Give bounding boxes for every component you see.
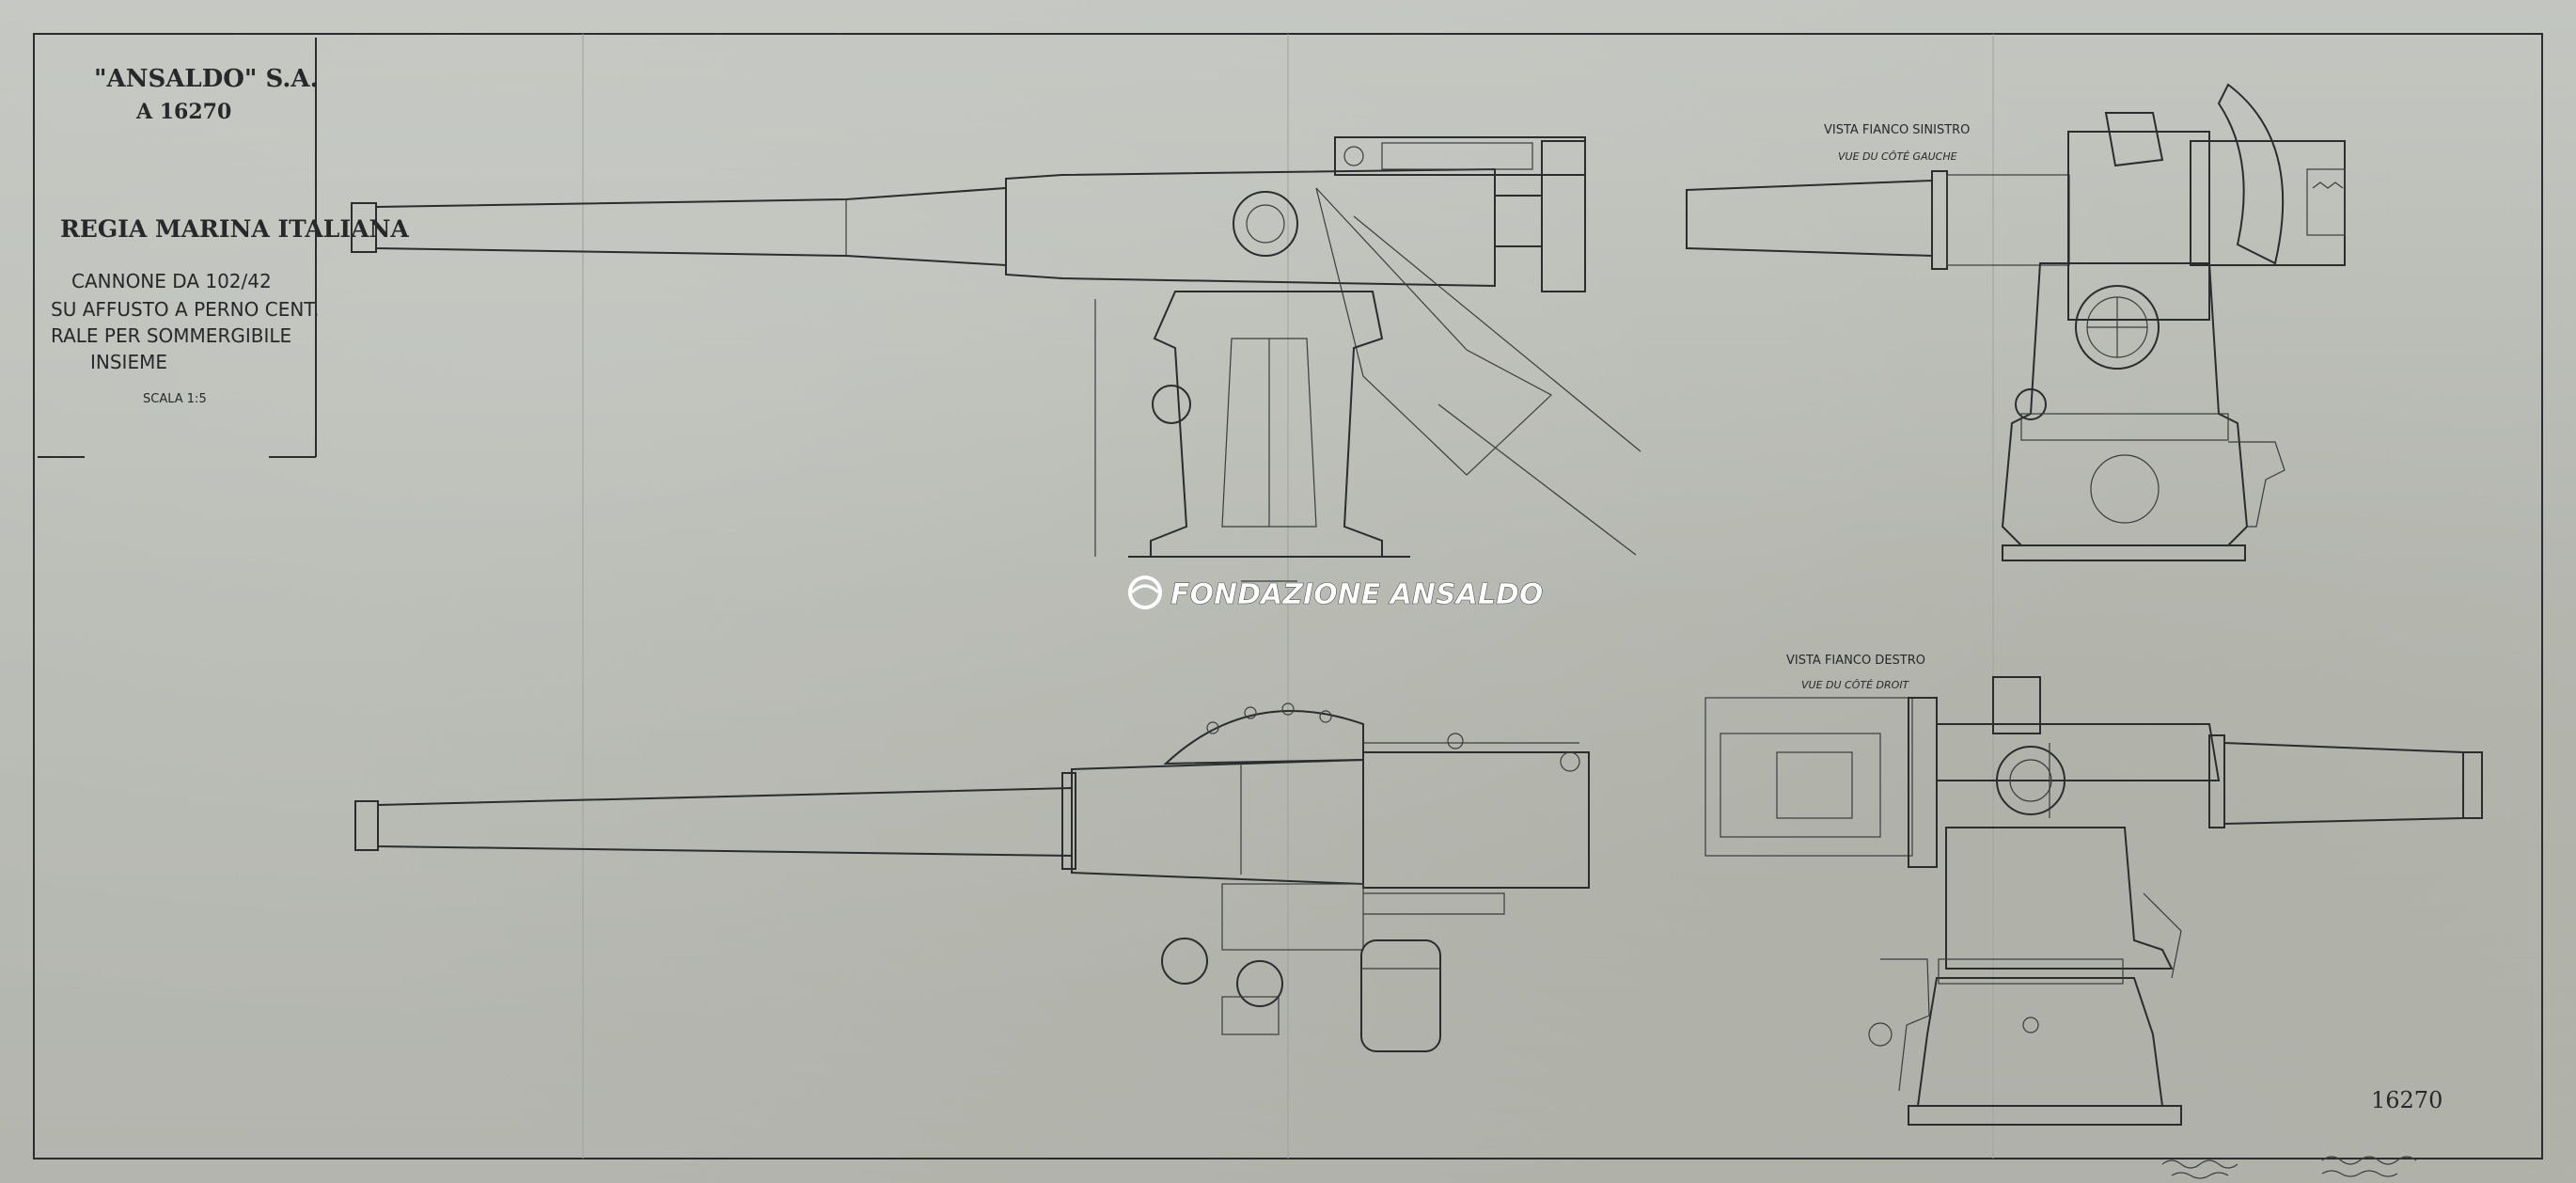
plan-view <box>354 702 1590 1052</box>
scale-label: SCALA 1:5 <box>143 392 207 406</box>
right-side-view: VISTA FIANCO DESTRO VUE DU CÔTÉ DROIT <box>1704 654 2483 1126</box>
fondazione-logo-icon <box>1128 576 1162 609</box>
drawing-code: A 16270 <box>135 100 231 124</box>
description-line-4: INSIEME <box>90 351 167 373</box>
left-side-view-title: VISTA FIANCO SINISTRO <box>1824 123 1970 137</box>
client-name: REGIA MARINA ITALIANA <box>60 215 409 243</box>
right-side-view-subtitle: VUE DU CÔTÉ DROIT <box>1801 679 1910 691</box>
side-elevation-view <box>351 136 1641 582</box>
watermark-text: FONDAZIONE ANSALDO <box>1170 578 1543 611</box>
right-side-view-title: VISTA FIANCO DESTRO <box>1786 654 1925 668</box>
left-side-view: VISTA FIANCO SINISTRO VUE DU CÔTÉ GAUCHE <box>1686 83 2346 561</box>
signatures <box>2161 1156 2417 1179</box>
sheet-number: 16270 <box>2371 1087 2442 1113</box>
description-line-3: RALE PER SOMMERGIBILE <box>51 324 291 347</box>
description-line-1: CANNONE DA 102/42 <box>71 270 272 292</box>
left-side-view-subtitle: VUE DU CÔTÉ GAUCHE <box>1838 150 1957 163</box>
title-block: "ANSALDO" S.A. A 16270 REGIA MARINA ITAL… <box>38 38 409 458</box>
company-name: "ANSALDO" S.A. <box>94 65 319 93</box>
watermark: FONDAZIONE ANSALDO <box>1128 576 1544 611</box>
description-line-2: SU AFFUSTO A PERNO CENT. <box>51 298 320 321</box>
